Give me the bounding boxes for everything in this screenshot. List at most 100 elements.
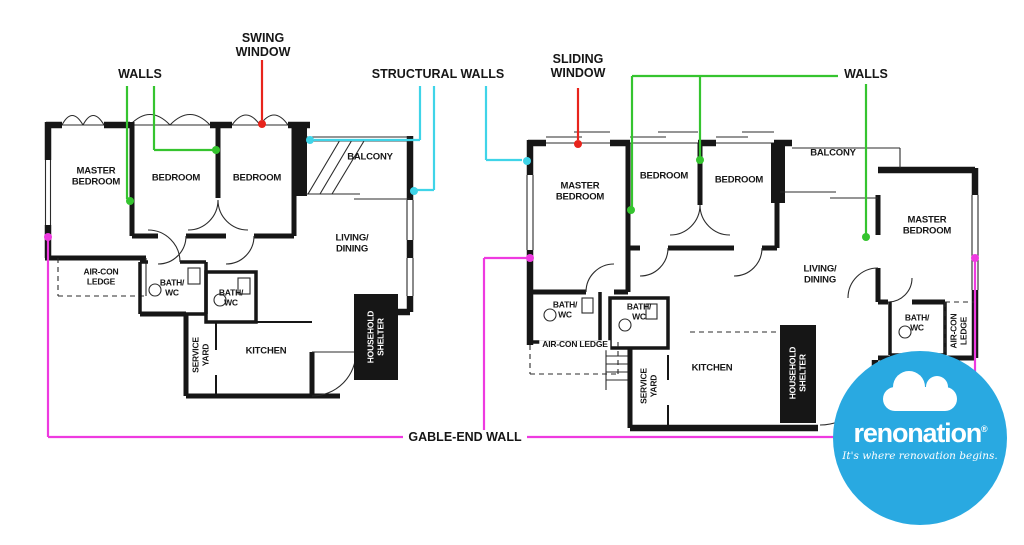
sliding-window-text-2: WINDOW	[550, 66, 606, 80]
room-text: BALCONY	[347, 151, 393, 163]
room-text: LEDGE	[958, 316, 968, 346]
room-text: KITCHEN	[691, 362, 733, 374]
walls-right-marker-3	[862, 233, 870, 241]
room-text: AIR-CON LEDGE	[542, 339, 608, 350]
room-label-bath-wc-1-right-plan: BATH/WC	[552, 299, 578, 319]
room-text: BATH/	[904, 312, 930, 323]
walls-right-lines	[630, 74, 868, 234]
room-text: BEDROOM	[714, 174, 764, 186]
sliding-window-marker	[574, 140, 582, 148]
room-text: WC	[632, 311, 646, 321]
gable-end-wall-label: GABLE-END WALL	[405, 430, 525, 444]
structural-wall-marker-2	[410, 187, 418, 195]
structural-wall-marker-1	[306, 136, 314, 144]
walls-right-text: WALLS	[844, 67, 888, 81]
room-label-bath-wc-2-left-plan: BATH/WC	[218, 287, 244, 307]
room-text: SHELTER	[375, 318, 385, 356]
renonation-logo: renonation® It's where renovation begins…	[833, 351, 1007, 525]
room-label-bath-wc-1-left-plan: BATH/WC	[159, 277, 185, 297]
room-text: MASTER	[907, 214, 947, 226]
room-text: LIVING/	[335, 232, 369, 244]
room-text: BEDROOM	[555, 191, 605, 202]
walls-right-label: WALLS	[841, 67, 891, 81]
room-text: BATH/	[159, 277, 185, 288]
room-label-balcony-right-plan: BALCONY	[810, 147, 856, 160]
gable-end-marker-1	[44, 233, 52, 241]
room-label-living-dining-right-plan: LIVING/DINING	[804, 264, 837, 285]
room-label-bedroom-1-left-plan: BEDROOM	[151, 172, 201, 185]
swing-window-text-2: WINDOW	[235, 45, 291, 59]
room-text: MASTER	[560, 180, 600, 192]
logo-tagline: It's where renovation begins.	[842, 450, 998, 462]
room-text: SHELTER	[797, 354, 807, 392]
structural-wall-marker-3	[523, 157, 531, 165]
walls-right-marker-2	[696, 156, 704, 164]
room-label-bedroom-2-right-plan: BEDROOM	[714, 174, 764, 187]
room-label-bedroom-2-left-plan: BEDROOM	[232, 172, 282, 185]
room-text: MASTER	[76, 165, 116, 177]
room-label-kitchen-right-plan: KITCHEN	[691, 362, 733, 375]
room-label-balcony-left-plan: BALCONY	[347, 151, 393, 164]
gable-end-wall-text: GABLE-END WALL	[408, 430, 522, 444]
room-text: BEDROOM	[902, 225, 952, 236]
structural-walls-lines	[314, 86, 522, 192]
gable-end-marker-3	[971, 254, 979, 262]
room-label-living-dining-left-plan: LIVING/DINING	[336, 233, 369, 254]
walls-left-marker	[126, 197, 134, 205]
swing-window-text-1: SWING	[241, 31, 285, 45]
structural-walls-text: STRUCTURAL WALLS	[371, 67, 505, 81]
room-text: DINING	[803, 274, 837, 285]
room-text: YARD	[200, 343, 210, 367]
room-label-aircon-ledge-left-right-plan: AIR-CON LEDGE	[539, 339, 611, 350]
room-label-bath-wc-3-right-plan: BATH/WC	[904, 312, 930, 332]
room-text: BATH/	[626, 301, 652, 312]
room-text: BEDROOM	[71, 176, 121, 187]
walls-left-marker-2	[212, 146, 220, 154]
left-floor-plan	[44, 113, 414, 399]
room-text: AIR-CON	[83, 266, 119, 277]
room-text: WC	[224, 297, 238, 307]
room-text: LIVING/	[803, 263, 837, 275]
registered-mark: ®	[981, 424, 988, 434]
structural-walls-label: STRUCTURAL WALLS	[368, 67, 508, 81]
room-text: BALCONY	[810, 147, 856, 159]
room-text: KITCHEN	[245, 345, 287, 357]
walls-right-marker-1	[627, 206, 635, 214]
room-label-bedroom-1-right-plan: BEDROOM	[639, 170, 689, 183]
room-text: DINING	[335, 243, 369, 254]
room-text: BEDROOM	[151, 172, 201, 184]
swing-window-marker	[258, 120, 266, 128]
gable-end-marker-2	[526, 254, 534, 262]
room-text: BEDROOM	[232, 172, 282, 184]
walls-left-line	[125, 86, 213, 199]
room-text: LEDGE	[86, 276, 116, 286]
room-text: BEDROOM	[639, 170, 689, 182]
room-text: WC	[165, 287, 179, 297]
room-label-bath-wc-2-right-plan: BATH/WC	[626, 301, 652, 321]
annotation-lines	[44, 60, 979, 439]
walls-left-text: WALLS	[118, 67, 162, 81]
sliding-window-text-1: SLIDING	[552, 52, 604, 66]
cloud-icon	[883, 371, 957, 411]
room-label-kitchen-left-plan: KITCHEN	[245, 345, 287, 358]
room-text: YARD	[648, 374, 658, 398]
walls-left-label: WALLS	[115, 67, 165, 81]
room-text: WC	[558, 309, 572, 319]
room-text: BATH/	[552, 299, 578, 310]
logo-wordmark: renonation®	[854, 418, 988, 449]
gable-end-wall-lines	[46, 237, 977, 439]
room-text: WC	[910, 322, 924, 332]
room-text: BATH/	[218, 287, 244, 298]
